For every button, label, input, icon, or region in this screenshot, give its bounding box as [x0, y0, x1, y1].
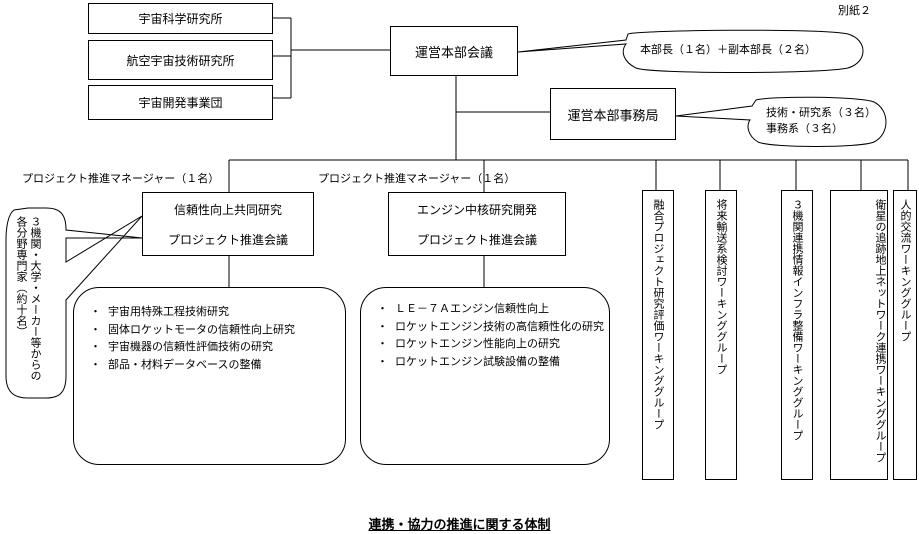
research-list-reliability: 宇宙用特殊工程技術研究 固体ロケットモータの信頼性向上研究 宇宙機器の信頼性評価… [73, 287, 346, 465]
list-item: ロケットエンジン試験設備の整備 [375, 353, 609, 371]
project-council: プロジェクト推進会議 [167, 233, 288, 247]
list-item: 部品・材料データベースの整備 [88, 356, 345, 374]
list-item: ロケットエンジン技術の高信頼性化の研究 [375, 318, 609, 336]
pm-label-2: プロジェクト推進マネージャー（１名） [318, 172, 516, 185]
list-item: ＬＥ－７Ａエンジン信頼性向上 [375, 300, 609, 318]
research-list-engine: ＬＥ－７Ａエンジン信頼性向上 ロケットエンジン技術の高信頼性化の研究 ロケットエ… [360, 287, 610, 465]
page-title: 連携・協力の推進に関する体制 [0, 514, 919, 533]
hq-office-label: 運営本部事務局 [567, 108, 659, 124]
wg-label: 衛星の追跡地上ネットワーク連携ワーキンググループ [874, 199, 887, 463]
office-note-line: 技術・研究系（３名） [766, 106, 876, 119]
wg-label: 将来輸送系検討ワーキンググループ [715, 199, 728, 375]
office-note-line: 事務系（３名） [766, 122, 843, 135]
org-box-isas: 宇宙科学研究所 [88, 3, 273, 34]
project-box-engine: エンジン中核研究開発 プロジェクト推進会議 [388, 192, 566, 256]
hq-office-note: 技術・研究系（３名） 事務系（３名） [766, 105, 876, 137]
wg-label: 人的交流ワーキンググループ [899, 199, 912, 342]
org-box-nal: 航空宇宙技術研究所 [88, 40, 273, 80]
wg-label: ３機関連携情報インフラ整備ワーキンググループ [791, 199, 804, 441]
org-box-nasda: 宇宙開発事業団 [88, 85, 273, 120]
org-label: 宇宙開発事業団 [138, 96, 223, 110]
list-item: 固体ロケットモータの信頼性向上研究 [88, 321, 345, 339]
project-council: プロジェクト推進会議 [416, 233, 537, 247]
list-item: 宇宙用特殊工程技術研究 [88, 303, 345, 321]
project-box-reliability: 信頼性向上共同研究 プロジェクト推進会議 [142, 192, 314, 256]
wg-box-transport: 将来輸送系検討ワーキンググループ [705, 190, 737, 480]
project-name: エンジン中核研究開発 [416, 203, 537, 217]
list-item: ロケットエンジン性能向上の研究 [375, 335, 609, 353]
page-title-text: 連携・協力の推進に関する体制 [368, 518, 551, 533]
experts-note: ３機関・大学・メーカー等からの各分野専門家（約十名） [15, 216, 42, 381]
hq-council-note: 本部長（１名）＋副本部長（２名） [640, 43, 816, 56]
hq-council-label: 運営本部会議 [414, 45, 493, 61]
org-label: 航空宇宙技術研究所 [126, 53, 235, 68]
pm-label-1: プロジェクト推進マネージャー（１名） [22, 172, 220, 185]
wg-box-infrastructure: ３機関連携情報インフラ整備ワーキンググループ [781, 190, 813, 480]
org-label: 宇宙科学研究所 [138, 12, 223, 26]
project-name: 信頼性向上共同研究 [173, 203, 282, 217]
hq-council-box: 運営本部会議 [390, 26, 518, 76]
list-item: 宇宙機器の信頼性評価技術の研究 [88, 338, 345, 356]
annex-label: 別紙２ [838, 4, 871, 17]
wg-box-tracking: 衛星の追跡地上ネットワーク連携ワーキンググループ [830, 190, 888, 480]
wg-box-exchange: 人的交流ワーキンググループ [893, 190, 917, 480]
wg-label: 融合プロジェクト研究評価ワーキンググループ [652, 199, 665, 430]
wg-box-evaluation: 融合プロジェクト研究評価ワーキンググループ [642, 190, 674, 480]
hq-office-box: 運営本部事務局 [550, 88, 676, 140]
